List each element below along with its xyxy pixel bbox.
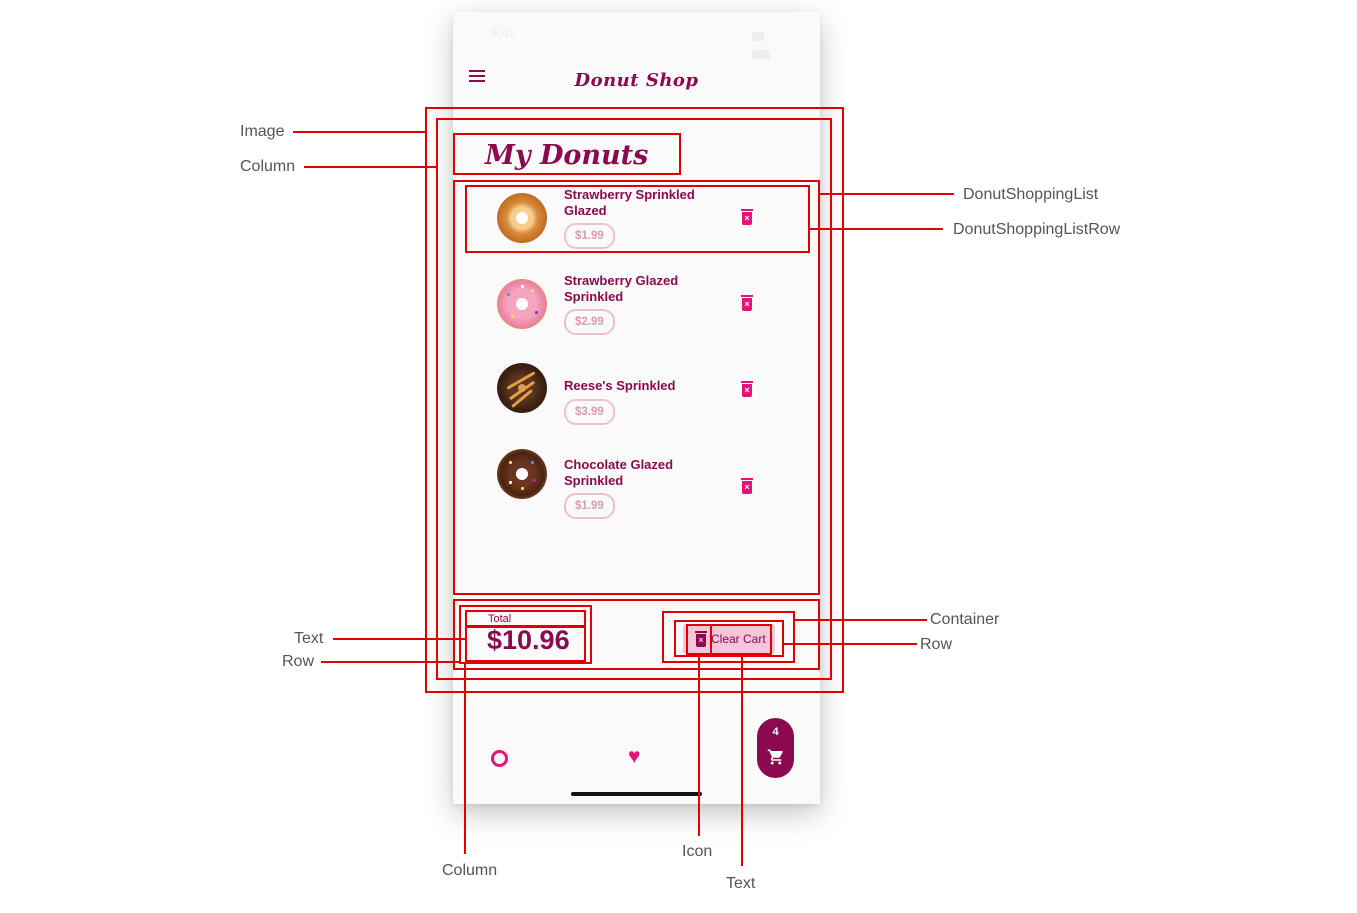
shopping-list-outline [453,180,820,595]
annotation-label: DonutShoppingListRow [953,221,1121,238]
trash-icon[interactable]: × [741,381,753,397]
total-value: $10.96 [487,625,570,655]
leader-line [333,638,466,640]
container-outline [662,611,795,663]
item-name: Strawberry Glazed Sprinkled [564,273,679,304]
trash-icon[interactable]: × [741,295,753,311]
leader-line [819,193,954,195]
trash-icon: × [695,631,707,647]
donut-image [497,193,547,243]
price-chip: $1.99 [564,223,615,249]
annotation-label: Image [240,123,285,140]
donut-shopping-list-row: Strawberry Sprinkled Glazed $1.99 × [453,184,820,264]
status-time: 9:41 [491,26,516,40]
annotation-label: Row [282,653,315,670]
annotation-label: Row [920,636,953,653]
item-name: Reese's Sprinkled [564,378,676,393]
annotation-label: DonutShoppingList [963,186,1099,203]
text-outline [710,624,772,655]
total-label-outline [465,610,586,628]
home-indicator [571,792,702,796]
status-bar: 9:41 [453,12,820,59]
donut-image [497,363,547,413]
column-outline [436,118,832,680]
menu-icon[interactable] [469,69,487,83]
leader-line [741,654,743,866]
price-chip: $3.99 [564,399,615,425]
wifi-icon [752,32,764,41]
leader-line [304,166,437,168]
icon-outline [686,624,712,655]
donut-shopping-list-row: Reese's Sprinkled $3.99 × [453,356,820,436]
app-title: Donut Shop [574,70,699,91]
leader-line [698,654,700,836]
annotation-label: Text [294,630,324,647]
annotation-label: Icon [682,843,713,860]
price-chip: $2.99 [564,309,615,335]
footer-row-outline [453,599,820,670]
total-label: Total [488,613,512,625]
total-column-outline [459,605,592,664]
trash-icon[interactable]: × [741,209,753,225]
row-outline [674,620,784,657]
annotation-label: Text [726,875,756,892]
donut-shopping-list-row: Strawberry Glazed Sprinkled $2.99 × [453,270,820,350]
price-chip: $1.99 [564,493,615,519]
phone-screen: 9:41 Donut Shop My Donuts Strawberry Spr… [453,12,820,804]
cart-button[interactable]: 4 [757,718,794,778]
leader-line [794,619,927,621]
leader-line [784,643,917,645]
item-name: Strawberry Sprinkled Glazed [564,187,695,218]
donut-image [497,279,547,329]
leader-line [293,131,426,133]
annotation-label: Container [930,611,1000,628]
title-outline [453,133,681,175]
total-text-outline [465,625,586,662]
donut-image [497,449,547,499]
page-title: My Donuts [485,140,649,171]
trash-icon[interactable]: × [741,478,753,494]
clear-cart-button[interactable]: × Clear Cart [683,624,775,654]
cart-icon [767,749,783,765]
heart-icon[interactable]: ♥ [628,745,641,768]
shopping-list-row-outline [465,185,810,253]
leader-line [809,228,943,230]
image-outline [425,107,844,693]
status-icons [752,28,792,59]
annotation-label: Column [240,158,296,175]
donut-icon[interactable] [491,750,508,767]
leader-line [464,663,466,854]
battery-icon [752,50,770,59]
leader-line [321,661,461,663]
clear-cart-label: Clear Cart [711,632,766,646]
donut-shopping-list-row: Chocolate Glazed Sprinkled $1.99 × [453,441,820,521]
cart-count-badge: 4 [772,726,779,738]
annotation-label: Column [442,862,498,879]
item-name: Chocolate Glazed Sprinkled [564,457,674,488]
